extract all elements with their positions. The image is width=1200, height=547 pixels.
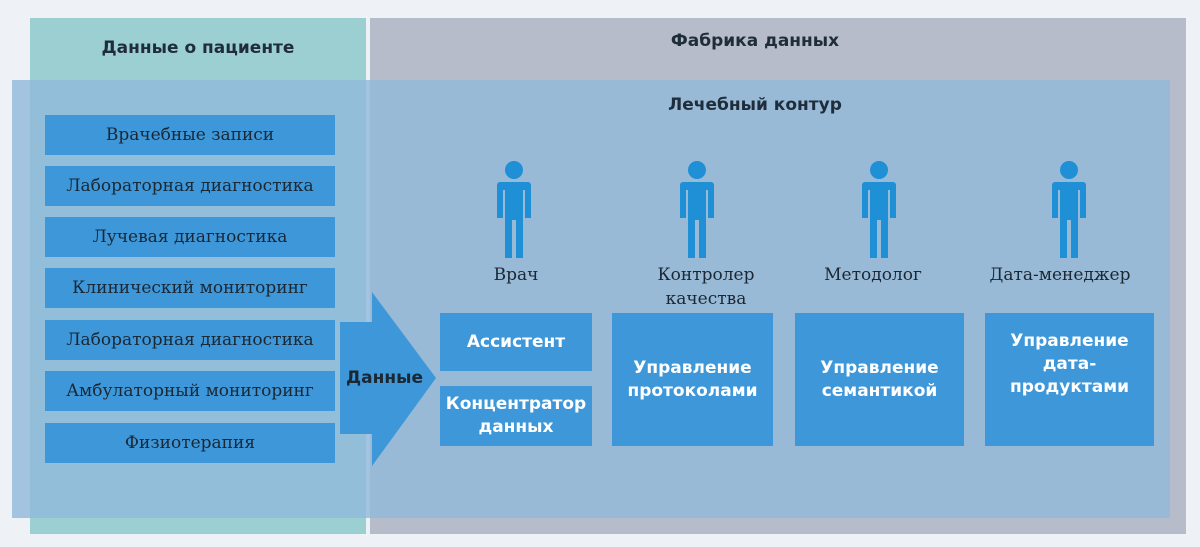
data-flow-arrow-label: Данные <box>346 368 424 388</box>
source-item: Врачебные записи <box>45 115 335 155</box>
source-item: Амбулаторный мониторинг <box>45 371 335 411</box>
data-flow-arrow <box>340 292 436 466</box>
source-item: Лабораторная диагностика <box>45 166 335 206</box>
person-icon <box>862 161 896 258</box>
role-label-methodologist: Методолог <box>824 265 922 285</box>
role-label-doctor: Врач <box>493 265 539 285</box>
semantics-management-box: Управление семантикой <box>795 313 964 446</box>
source-item: Клинический мониторинг <box>45 268 335 308</box>
person-icon <box>497 161 531 258</box>
treatment-contour-title: Лечебный контур <box>668 95 842 115</box>
person-icon <box>1052 161 1086 258</box>
role-label-quality-controller: Контролер качества <box>657 265 755 309</box>
role-label-data-manager: Дата-менеджер <box>989 265 1131 285</box>
data-products-management-box: Управление дата-продуктами <box>985 313 1154 446</box>
protocol-management-box: Управление протоколами <box>612 313 773 446</box>
patient-data-title: Данные о пациенте <box>101 38 295 58</box>
source-item: Лабораторная диагностика <box>45 320 335 360</box>
data-hub-box: Концентратор данных <box>440 386 592 446</box>
source-item: Лучевая диагностика <box>45 217 335 257</box>
data-factory-title: Фабрика данных <box>670 31 840 51</box>
person-icon <box>680 161 714 258</box>
source-item: Физиотерапия <box>45 423 335 463</box>
assistant-box: Ассистент <box>440 313 592 371</box>
